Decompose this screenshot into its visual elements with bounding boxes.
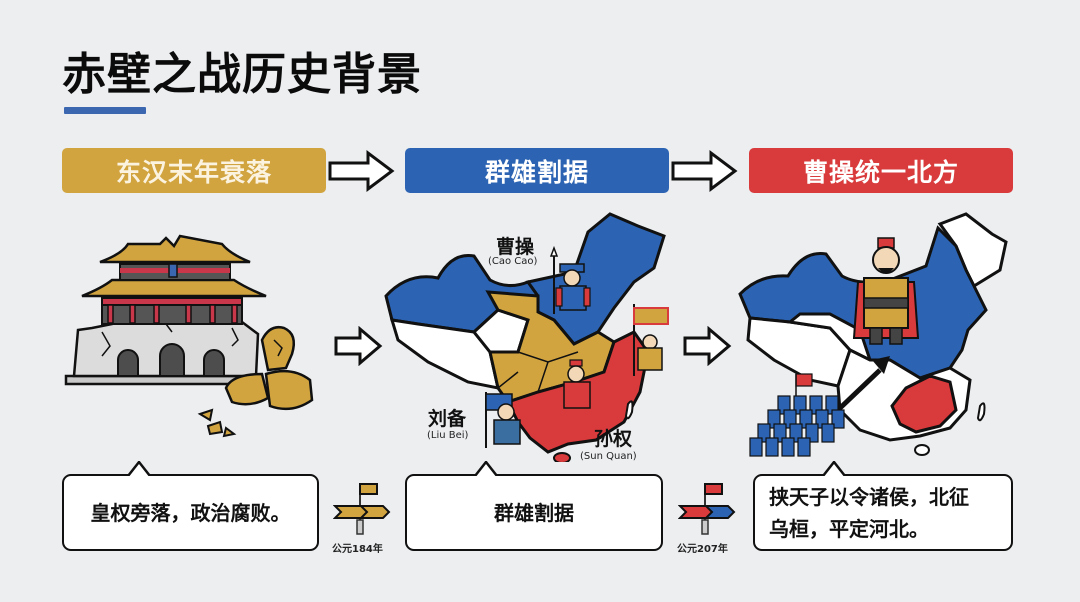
stage-description-cao-unifies-north: 挟天子以令诸侯，北征 乌桓，平定河北。 — [753, 461, 1013, 551]
signpost-flag-icon — [677, 480, 736, 540]
stage-description-decline: 皇权旁落，政治腐败。 — [62, 461, 319, 551]
speech-tail — [128, 461, 150, 476]
stage-header-decline: 东汉末年衰落 — [62, 148, 326, 193]
page-title: 赤壁之战历史背景 — [62, 49, 422, 100]
milestone-label-207: 公元207年 — [677, 544, 728, 555]
stage-header-warlords: 群雄割据 — [405, 148, 669, 193]
description-text: 群雄割据 — [494, 500, 574, 525]
speech-tail — [475, 461, 497, 476]
divided-china-map — [378, 212, 678, 462]
milestone-label-184: 公元184年 — [332, 544, 383, 555]
description-text: 皇权旁落，政治腐败。 — [90, 500, 291, 525]
stage-header-cao-unifies-north: 曹操统一北方 — [749, 148, 1013, 193]
signpost-flag-icon — [332, 480, 391, 540]
right-arrow-icon — [334, 326, 384, 366]
figure-label-cao-cao: 曹操 — [496, 236, 535, 258]
right-arrow-icon — [671, 150, 739, 192]
figure-label-sun-quan-en: (Sun Quan) — [580, 451, 637, 462]
description-line-1: 挟天子以令诸侯，北征 — [769, 484, 969, 509]
description-line-2: 乌桓，平定河北。 — [769, 516, 929, 541]
figure-label-cao-cao-en: (Cao Cao) — [488, 256, 538, 267]
title-underline — [64, 107, 146, 114]
right-arrow-icon — [328, 150, 396, 192]
stage-description-warlords: 群雄割据 — [405, 461, 663, 551]
figure-label-sun-quan: 孙权 — [594, 428, 633, 450]
speech-tail — [823, 461, 845, 476]
figure-label-liu-bei: 刘备 — [428, 408, 467, 430]
crumbling-palace-illustration — [62, 228, 322, 448]
unified-north-map — [730, 210, 1020, 460]
right-arrow-icon — [683, 326, 733, 366]
figure-label-liu-bei-en: (Liu Bei) — [427, 430, 469, 441]
